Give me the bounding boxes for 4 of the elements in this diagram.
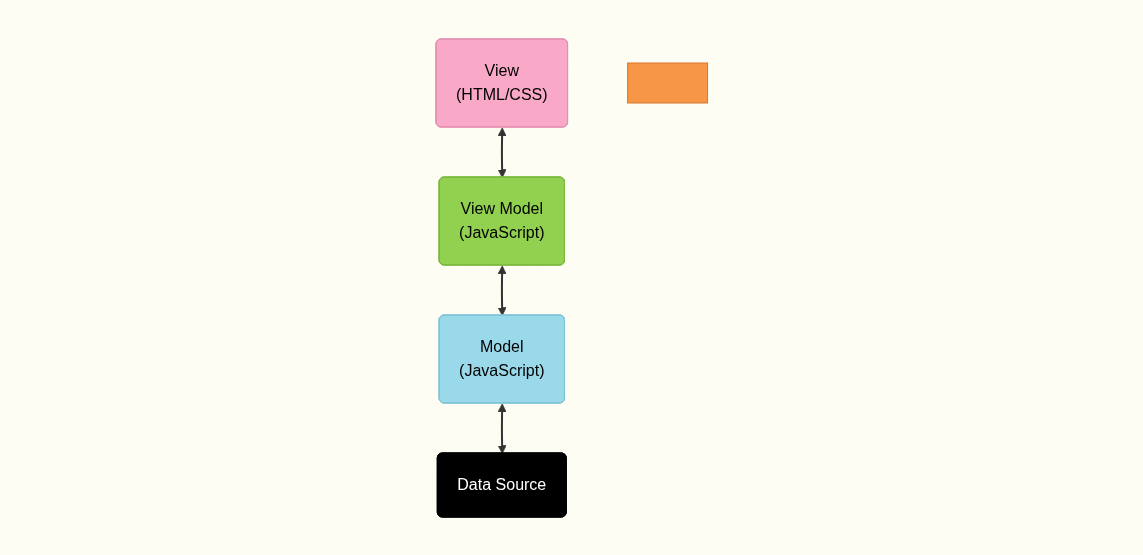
arrow bbox=[497, 127, 507, 178]
arrow bbox=[497, 403, 507, 454]
node-box bbox=[626, 62, 708, 103]
arrow bbox=[497, 265, 507, 316]
